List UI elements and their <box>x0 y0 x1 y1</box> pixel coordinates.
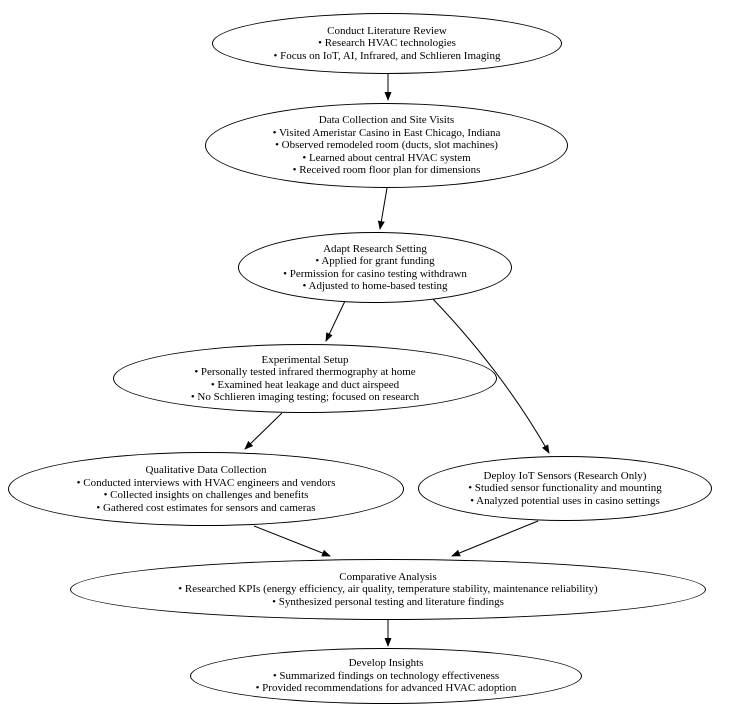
node-bullet: • Adjusted to home-based testing <box>302 280 448 292</box>
edge-iot-to-comparative <box>451 520 539 557</box>
node-bullet: • Summarized findings on technology effe… <box>272 669 500 682</box>
node-conduct-literature-review: Conduct Literature Review • Research HVA… <box>212 13 562 74</box>
node-title: Conduct Literature Review <box>327 24 447 37</box>
node-bullet: • Focus on IoT, AI, Infrared, and Schlie… <box>273 49 501 62</box>
node-bullet: • Examined heat leakage and duct airspee… <box>210 378 400 391</box>
node-bullet: • Analyzed potential uses in casino sett… <box>470 494 660 507</box>
edge-experimental-to-qualitative <box>244 412 283 450</box>
node-title: Adapt Research Setting <box>323 242 427 255</box>
edge-datacollection-to-adapt <box>377 187 388 230</box>
node-bullet: • Studied sensor functionality and mount… <box>468 482 662 495</box>
node-title: Qualitative Data Collection <box>145 464 267 476</box>
node-bullet: • Gathered cost estimates for sensors an… <box>96 501 316 514</box>
edge-adapt-to-iot <box>431 297 550 454</box>
node-develop-insights: Develop Insights • Summarized findings o… <box>190 648 582 704</box>
edge-qualitative-to-comparative <box>253 525 331 557</box>
node-bullet: • Observed remodeled room (ducts, slot m… <box>275 139 498 152</box>
node-title: Experimental Setup <box>261 353 349 366</box>
node-bullet: • Collected insights on challenges and b… <box>103 489 309 501</box>
node-bullet: • Applied for grant funding <box>315 255 435 267</box>
node-bullet: • Received room floor plan for dimension… <box>292 164 481 177</box>
node-title: Deploy IoT Sensors (Research Only) <box>483 469 647 482</box>
node-bullet: • Research HVAC technologies <box>318 37 456 50</box>
node-bullet: • Researched KPIs (energy efficiency, ai… <box>178 583 598 596</box>
node-bullet: • Synthesized personal testing and liter… <box>272 595 504 608</box>
node-bullet: • No Schlieren imaging testing; focused … <box>190 391 420 403</box>
node-bullet: • Learned about central HVAC system <box>302 151 471 164</box>
edge-adapt-to-experimental <box>325 300 346 342</box>
node-title: Develop Insights <box>348 657 424 670</box>
node-bullet: • Personally tested infrared thermograph… <box>194 366 416 378</box>
node-comparative-analysis: Comparative Analysis • Researched KPIs (… <box>70 559 706 620</box>
node-bullet: • Permission for casino testing withdraw… <box>283 267 467 280</box>
node-title: Data Collection and Site Visits <box>318 114 455 127</box>
node-bullet: • Provided recommendations for advanced … <box>255 682 517 695</box>
node-bullet: • Visited Ameristar Casino in East Chica… <box>272 126 501 139</box>
node-title: Comparative Analysis <box>339 570 437 583</box>
node-data-collection-site-visits: Data Collection and Site Visits • Visite… <box>205 103 568 188</box>
node-deploy-iot-sensors: Deploy IoT Sensors (Research Only) • Stu… <box>418 456 712 521</box>
node-bullet: • Conducted interviews with HVAC enginee… <box>76 476 336 489</box>
node-qualitative-data-collection: Qualitative Data Collection • Conducted … <box>8 452 404 526</box>
node-adapt-research-setting: Adapt Research Setting • Applied for gra… <box>238 232 512 303</box>
node-experimental-setup: Experimental Setup • Personally tested i… <box>113 344 497 413</box>
